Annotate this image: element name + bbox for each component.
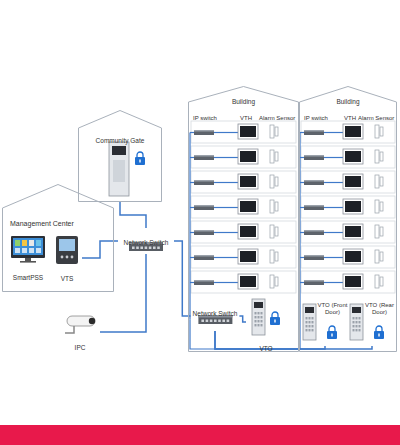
column-header: IP switch — [193, 115, 217, 122]
node-label: Building — [336, 98, 359, 105]
device-box: Network Switch — [118, 228, 174, 254]
network-cable — [120, 202, 146, 228]
node-label: VTO (Rear Door) — [364, 302, 395, 316]
label-holder: IP switch — [193, 106, 217, 124]
node-label: Management Center — [10, 220, 74, 228]
lock-icon — [270, 312, 280, 325]
column-header: VTH — [240, 115, 252, 122]
house-box: Community Gate — [78, 110, 162, 202]
node-shape — [78, 110, 162, 202]
device-box: VTO (Rear Door) — [349, 298, 395, 346]
house-outline — [79, 111, 162, 202]
floor-rows — [190, 121, 395, 293]
column-header: Alarm Sensor — [259, 115, 295, 122]
node-shape — [246, 298, 286, 346]
house-box: Management CenterSmartPSS VTS — [2, 184, 114, 292]
floor-row — [300, 146, 395, 168]
floor-row — [190, 146, 296, 168]
floor-row — [300, 121, 395, 143]
house-outline — [3, 185, 114, 292]
device-box: VTO (Front Door) — [302, 298, 348, 346]
node-label: Building — [232, 98, 255, 105]
floor-row — [190, 121, 296, 143]
network-cable — [100, 254, 146, 332]
panel-icon — [350, 304, 363, 340]
device-box: SmartPSS — [8, 236, 48, 280]
floor-row — [190, 171, 296, 193]
label-holder: IP switch — [304, 106, 328, 124]
footer-bar — [0, 425, 400, 445]
lock-icon — [135, 152, 145, 165]
node-label: Network Switch — [193, 310, 238, 317]
door-station — [109, 142, 129, 196]
floor-row — [300, 171, 395, 193]
label-holder: VTH — [344, 106, 356, 124]
node-label: Network Switch — [124, 239, 169, 246]
node-label: VTO — [259, 345, 272, 352]
floor-row — [300, 246, 395, 268]
device-box: VTO — [246, 298, 286, 346]
label-holder: Alarm Sensor — [259, 106, 295, 124]
column-header: IP switch — [304, 115, 328, 122]
node-label: SmartPSS — [13, 274, 43, 281]
camera-icon — [65, 316, 95, 333]
network-cable — [215, 331, 372, 349]
node-label: VTO (Front Door) — [317, 302, 348, 316]
floor-row — [190, 246, 296, 268]
riser-wires — [190, 133, 300, 350]
floor-row — [190, 221, 296, 243]
vts-icon — [56, 236, 78, 264]
floor-row — [300, 196, 395, 218]
node-label: IPC — [75, 344, 86, 351]
node-label: VTS — [61, 275, 74, 282]
house-outline — [300, 87, 397, 352]
network-cable — [239, 316, 246, 322]
house-box: BuildingNetwork SwitchVTO — [188, 86, 299, 352]
node-label: Community Gate — [96, 137, 145, 144]
lock-icons — [135, 152, 384, 339]
floor-row — [190, 271, 296, 293]
panel-icon — [303, 304, 316, 340]
riser-wire — [189, 133, 190, 320]
device-box: Network Switch — [191, 301, 240, 331]
riser-wire — [190, 133, 300, 350]
house-box: BuildingVTO (Front Door) VTO (Rear Door) — [299, 86, 397, 352]
lock-icon — [374, 326, 384, 339]
label-holder: Alarm Sensor — [358, 106, 394, 124]
house-outline — [189, 87, 299, 352]
column-header: Alarm Sensor — [358, 115, 394, 122]
monitor-icon — [11, 236, 45, 263]
floor-row — [190, 196, 296, 218]
device-box: IPC — [60, 312, 100, 352]
node-shape — [52, 236, 82, 280]
device-box: VTS — [52, 236, 82, 280]
floor-row — [300, 221, 395, 243]
floor-row — [300, 271, 395, 293]
panel-icon — [252, 299, 265, 335]
network-cable — [82, 241, 118, 258]
lock-icon — [327, 326, 337, 339]
label-holder: VTH — [240, 106, 252, 124]
column-header: VTH — [344, 115, 356, 122]
node-shape — [8, 236, 48, 280]
